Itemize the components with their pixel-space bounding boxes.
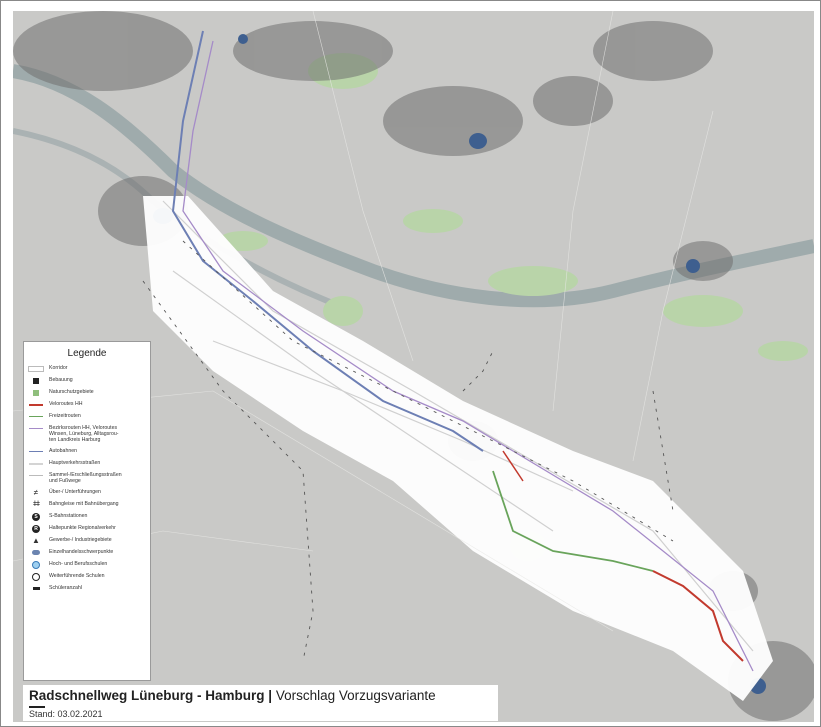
count-bar-icon [28,585,44,592]
veloroute [652,570,744,662]
title-main-text: Radschnellweg Lüneburg - Hamburg [29,688,265,703]
legend-item-sammelstrassen: Sammel-/Erschließungsstraßen und Fußwege [28,472,146,484]
legend-item-sbahn: S S-Bahnstationen [28,512,146,521]
university-icon [28,560,44,569]
legend-item-bahngleise: ǂǂ Bahngleise mit Bahnübergang [28,501,146,508]
map-title: Radschnellweg Lüneburg - Hamburg | Vorsc… [29,688,436,703]
regio-icon: R [28,524,44,533]
legend-item-einzelhandel: Einzelhandelsschwerpunkte [28,549,146,556]
map-title-box: Radschnellweg Lüneburg - Hamburg | Vorsc… [23,685,498,721]
thin-line-icon [28,472,44,479]
building-swatch-icon [28,377,44,384]
legend-item-naturschutz: Naturschutzgebiete [28,389,146,396]
legend-item-schulen: Weiterführende Schulen [28,572,146,581]
highway [171,30,484,452]
corridor-swatch-icon [28,365,44,372]
legend-item-freizeitrouten: Freizeitrouten [28,413,146,420]
rail-lines [142,240,674,662]
built-up-areas [13,11,814,721]
legend-item-hochschulen: Hoch- und Berufsschulen [28,560,146,569]
school-icon [28,572,44,581]
map-drawing [13,11,814,722]
blue-line-icon [28,448,44,455]
leisure-route [492,470,654,572]
legend-item-autobahnen: Autobahnen [28,448,146,455]
district-route [182,40,754,672]
title-rule [29,706,45,708]
rail-icon: ǂǂ [32,500,40,508]
purple-line-icon [28,425,44,432]
map-canvas[interactable] [13,11,814,722]
retail-icon [28,549,44,556]
legend-item-bezirksrouten: Bezirksrouten HH, Veloroutes Winsen, Lün… [28,425,146,443]
red-line-icon [28,401,44,408]
legend-item-korridor: Korridor [28,365,146,372]
river-elbe [13,64,814,308]
sbahn-icon: S [28,512,44,521]
title-date: Stand: 03.02.2021 [29,709,103,719]
legend-item-gewerbe: ▲ Gewerbe-/ Industriegebiete [28,535,146,545]
nature-swatch-icon [28,389,44,396]
main-roads [162,200,754,652]
legend-item-veloroutes: Veloroutes HH [28,401,146,408]
legend-item-schueleranzahl: Schüleranzahl [28,585,146,592]
green-line-icon [28,413,44,420]
legend-item-unterfuehrungen: ≠ Über-/ Unterführungen [28,487,146,497]
title-separator: | [268,688,273,703]
map-legend: Legende Korridor Bebauung Naturschutzgeb… [23,341,151,681]
corridor [143,196,773,701]
grey-line-icon [28,460,44,467]
veloroute-short [502,450,524,482]
crossing-icon: ≠ [33,487,39,497]
legend-item-bebauung: Bebauung [28,377,146,384]
legend-item-hauptverkehr: Hauptverkehrsstraßen [28,460,146,467]
title-subtitle: Vorschlag Vorzugsvariante [275,688,436,703]
legend-item-regio: R Haltepunkte Regionalverkehr [28,524,146,533]
industry-icon: ▲ [32,535,40,545]
legend-title: Legende [67,348,107,359]
